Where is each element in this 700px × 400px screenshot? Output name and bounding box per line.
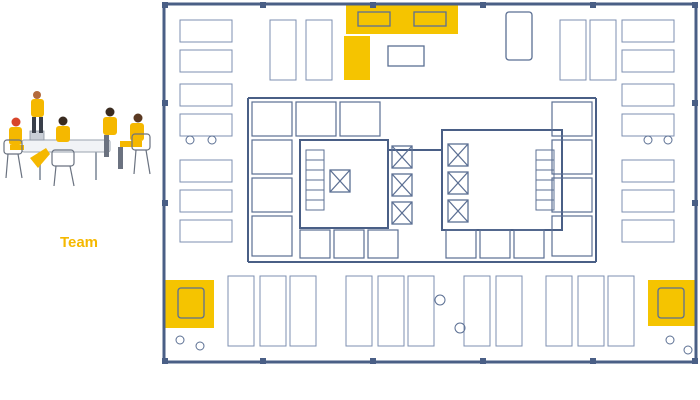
lounge-seating <box>175 135 693 355</box>
stairs <box>305 149 555 211</box>
top-meeting-room-right <box>402 4 458 34</box>
outer-wall <box>162 2 698 364</box>
office-floor-plan <box>162 2 698 364</box>
structural-columns <box>162 2 698 364</box>
workstation-rows <box>179 19 675 243</box>
team-caption: Team <box>59 234 99 251</box>
conference-tables <box>177 11 685 319</box>
top-meeting-room-left <box>346 4 402 34</box>
bottom-left-room <box>164 280 214 328</box>
bottom-workstations <box>227 275 635 347</box>
highlighted-rooms <box>164 4 696 328</box>
top-small-room <box>344 36 370 80</box>
team-meeting-illustration <box>3 91 151 187</box>
bottom-right-room <box>648 280 696 326</box>
perimeter-offices <box>251 101 593 259</box>
elevators <box>329 143 469 225</box>
